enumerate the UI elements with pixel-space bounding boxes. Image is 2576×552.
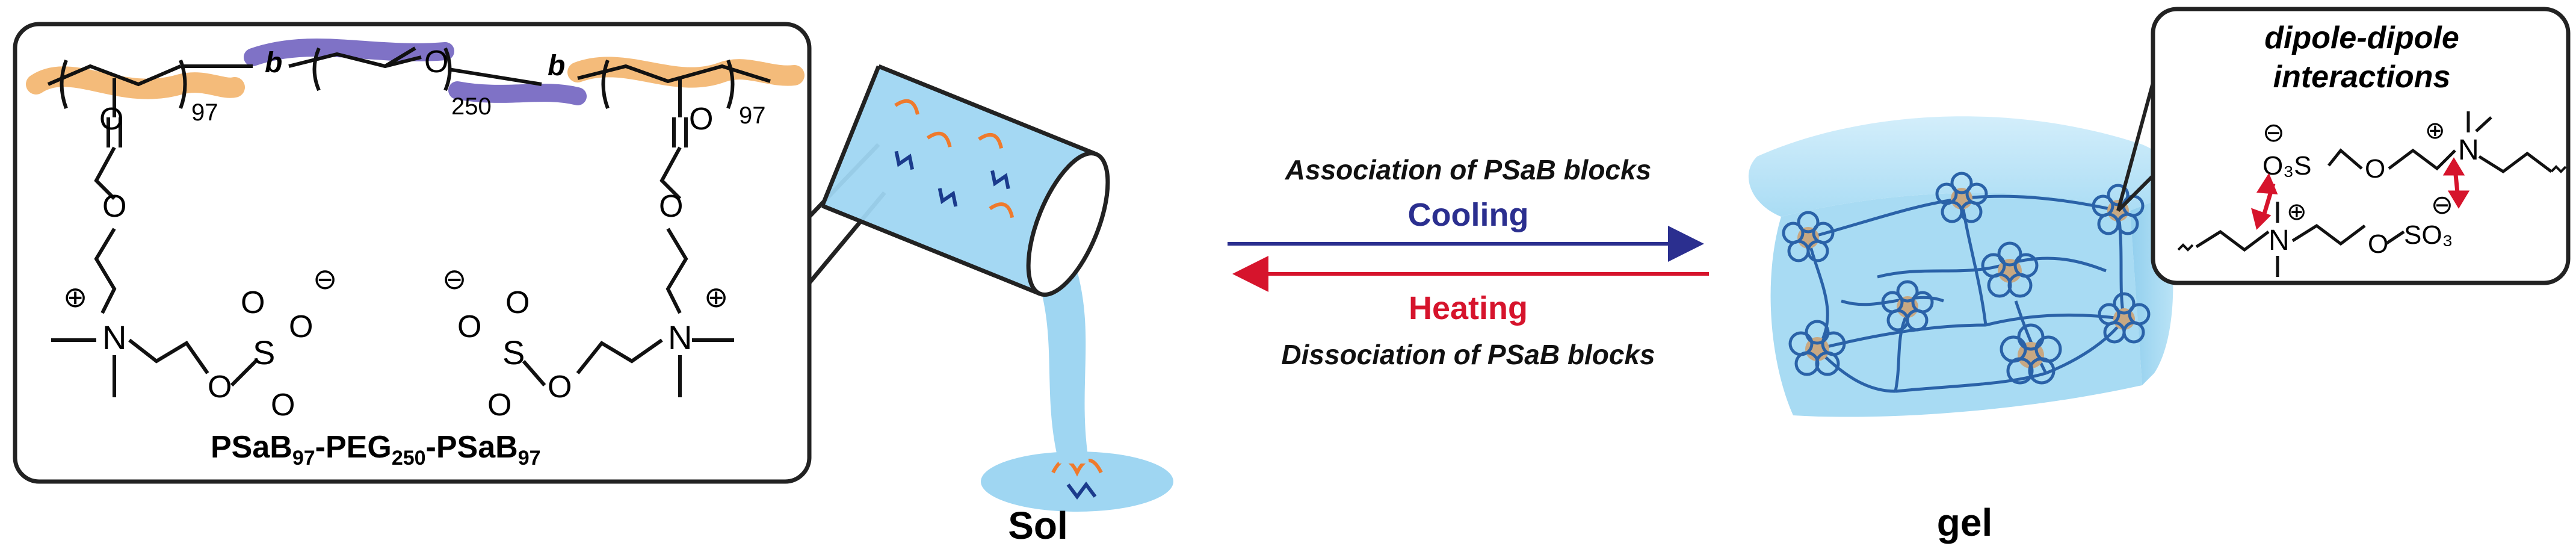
charge-plus-left: ⊕	[63, 282, 87, 314]
dipole-arrows	[2251, 157, 2470, 230]
bracket-left-open	[60, 59, 68, 110]
so3-bottom-label: SO₃	[2404, 220, 2453, 250]
so-oxygen-bottom-left: O	[271, 388, 295, 423]
so-oxygen-left-right: O	[457, 309, 481, 344]
oxygen-bottom: O	[2368, 229, 2388, 259]
beaker-mouth	[1026, 151, 1110, 297]
bracket-right-close	[726, 59, 735, 110]
subscript-block-b: 97	[739, 102, 766, 129]
bracket-peg-open	[312, 47, 321, 91]
carbonyl-oxygen-left: O	[99, 102, 123, 137]
polymer-name: PSaB97-PEG250-PSaB97	[211, 430, 541, 470]
block-marker-left: b	[265, 47, 282, 79]
nitrogen-left: N	[102, 318, 126, 356]
dipole-title-line2: interactions	[2273, 60, 2451, 95]
backbone-right	[577, 64, 771, 84]
sol-label: Sol	[1008, 504, 1068, 547]
peg-band-2	[448, 81, 587, 105]
beaker-liquid	[822, 66, 1096, 294]
peg-backbone	[288, 52, 422, 69]
nitrogen-top: N	[2458, 134, 2479, 166]
ester-oxygen-left: O	[102, 189, 126, 224]
sulfur-right: S	[502, 333, 525, 371]
dipole-title-line1: dipole-dipole	[2264, 20, 2459, 55]
association-text: Association of PSaB blocks	[1285, 154, 1651, 185]
peg-band-1	[244, 39, 454, 66]
nitrogen-bottom: N	[2269, 225, 2290, 256]
cooling-label: Cooling	[1408, 197, 1529, 233]
sulfonate-oxygen-left: O	[208, 370, 232, 405]
dipole-minus-top: ⊖	[2262, 118, 2285, 147]
sol-puddle	[981, 451, 1173, 512]
backbone-left	[47, 64, 182, 87]
peg-double-bond	[384, 46, 416, 68]
nitrogen-right: N	[668, 318, 692, 356]
pouring-beaker: Sol	[820, 64, 1173, 547]
bond-b-right	[448, 67, 542, 86]
side-chain-right: O O N ⊕ O S O O O ⊖	[442, 78, 734, 423]
sol-stream	[1035, 271, 1089, 464]
charge-minus-left: ⊖	[313, 264, 337, 296]
ester-oxygen-right: O	[659, 189, 683, 224]
dipole-minus-bottom: ⊖	[2431, 190, 2453, 220]
peg-oxygen: O	[424, 45, 448, 79]
gel-block: gel	[1748, 116, 2173, 544]
side-chain-left: O O N ⊕ O S O O O ⊖	[51, 78, 337, 423]
subscript-peg: 250	[451, 93, 492, 120]
charge-minus-right: ⊖	[442, 264, 466, 296]
so-oxygen-top-right: O	[505, 285, 530, 320]
plus-bottom: ⊕	[2287, 199, 2307, 225]
charge-plus-right: ⊕	[704, 282, 728, 314]
carbonyl-oxygen-right: O	[689, 102, 713, 137]
sulfur-left: S	[253, 333, 275, 371]
so-oxygen-top-left: O	[241, 285, 265, 320]
bracket-right-open	[601, 59, 610, 110]
process-arrows: Association of PSaB blocks Cooling Heati…	[1228, 154, 1709, 370]
dipole-callout: dipole-dipole interactions ⊖ O₃S O N ⊕ N…	[2116, 7, 2571, 285]
gel-top-face	[1748, 116, 2170, 217]
heating-label: Heating	[1409, 290, 1528, 326]
dissociation-text: Dissociation of PSaB blocks	[1281, 339, 1655, 370]
oxygen-top: O	[2365, 154, 2385, 184]
structure-box	[13, 22, 812, 484]
subscript-block-a: 97	[191, 99, 218, 126]
sulfonate-oxygen-right: O	[548, 370, 572, 405]
so3-top-label: O₃S	[2262, 151, 2312, 181]
so-oxygen-right-left: O	[289, 309, 313, 344]
gel-label: gel	[1937, 501, 1992, 544]
beaker-wall	[820, 64, 1098, 296]
block-marker-right: b	[548, 50, 565, 82]
polymer-network	[1806, 194, 2126, 393]
polymer-structure-callout: 97 b O 250 b 97 O O N ⊕ O S O O O ⊖	[13, 22, 886, 484]
plus-top: ⊕	[2425, 117, 2445, 144]
so-oxygen-bottom-right: O	[487, 388, 511, 423]
